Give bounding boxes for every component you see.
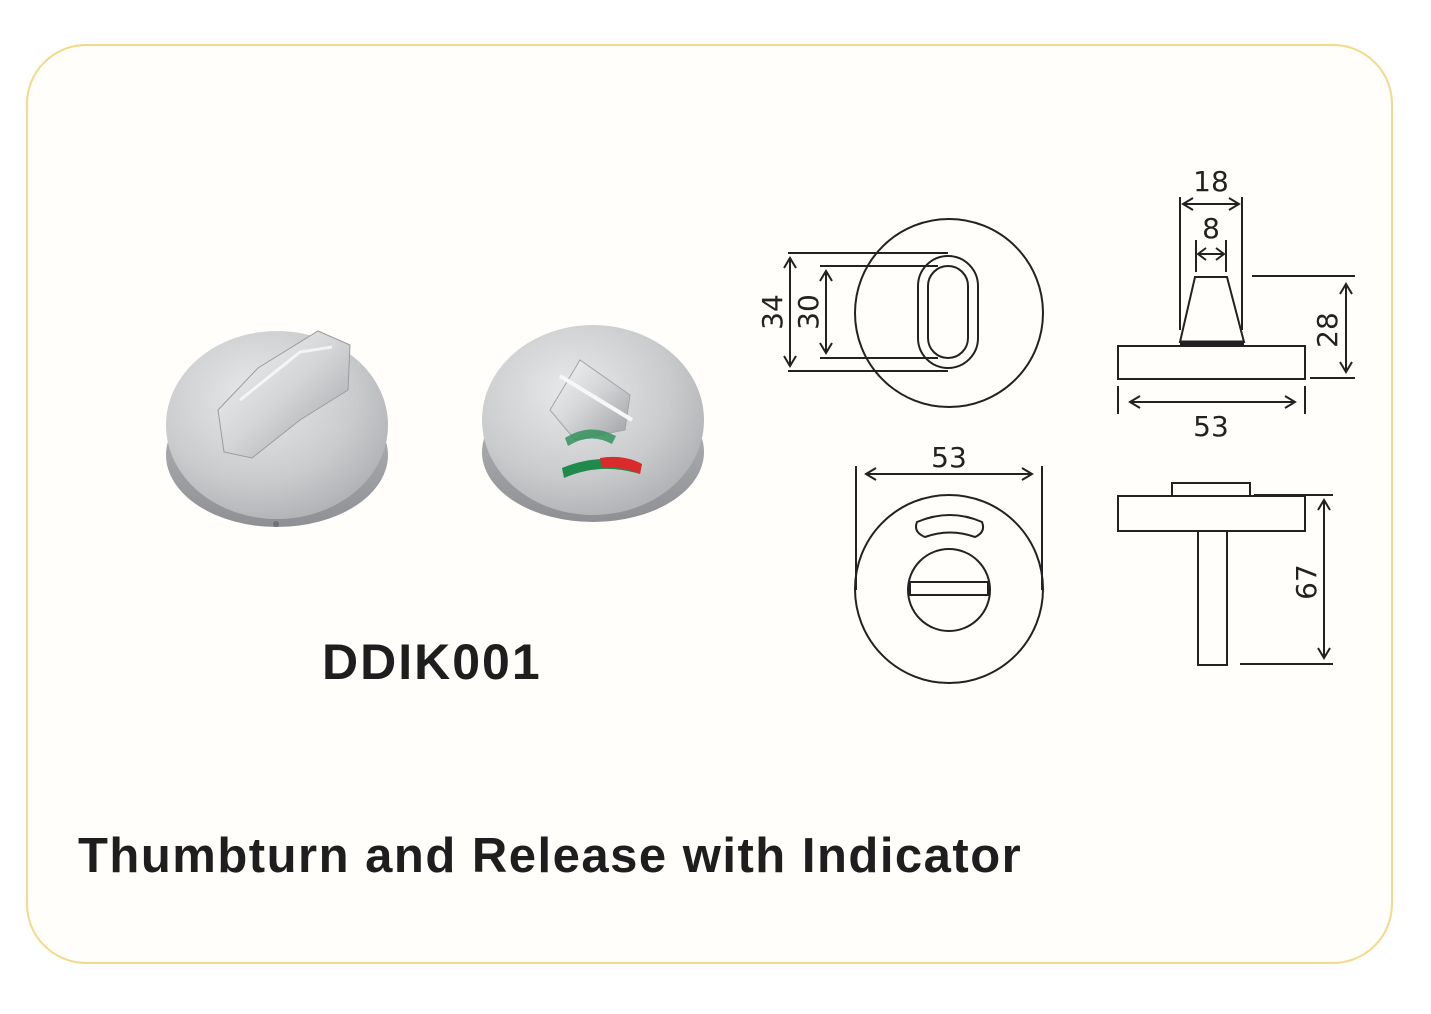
indicator-red <box>600 456 642 474</box>
dim-spindle-length: 67 <box>1290 564 1323 600</box>
product-model: DDIK001 <box>322 634 542 690</box>
dim-side-top-width: 18 <box>1193 165 1229 198</box>
dim-front-diameter: 53 <box>931 441 967 474</box>
side-view-spindle-drawing <box>1117 482 1333 666</box>
dim-front-slot-height: 30 <box>792 294 825 330</box>
thumbturn-photo <box>166 330 388 527</box>
release-indicator-photo <box>482 325 704 522</box>
dim-side-height: 28 <box>1311 312 1344 348</box>
dim-side-base-width: 53 <box>1193 410 1229 443</box>
dim-front-outer-height: 34 <box>756 294 789 330</box>
front-view-slot-drawing <box>783 218 1044 408</box>
product-title: Thumbturn and Release with Indicator <box>78 829 1023 883</box>
side-view-knob-drawing <box>1117 197 1355 414</box>
front-view-indicator-drawing <box>854 466 1044 684</box>
dim-side-knob-width: 8 <box>1202 212 1220 245</box>
